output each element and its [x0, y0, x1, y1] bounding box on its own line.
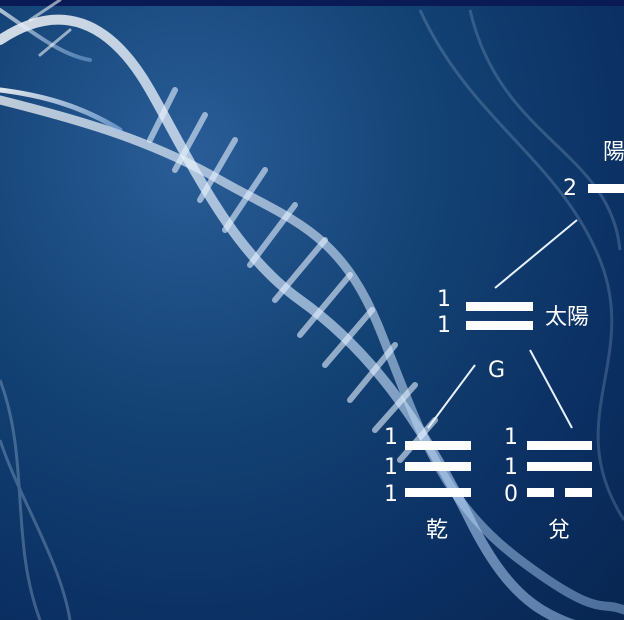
left-bar-3: [405, 488, 471, 497]
middle-bar-1: [466, 302, 533, 311]
right-bar-1: [527, 441, 592, 450]
top-border: [0, 0, 624, 6]
right-value-2: 1: [504, 455, 518, 480]
right-bar-2: [527, 462, 592, 471]
middle-node-label: 太陽: [545, 305, 590, 330]
left-bar-1: [405, 441, 471, 450]
right-bar-3b: [565, 488, 592, 497]
left-bar-2: [405, 462, 471, 471]
top-node-label: 陽: [603, 140, 624, 165]
middle-bar-2: [466, 321, 533, 330]
left-value-2: 1: [384, 455, 398, 480]
top-node-value: 2: [563, 176, 577, 201]
right-value-1: 1: [504, 425, 518, 450]
connector-middle-left: [427, 364, 476, 429]
right-value-3: 0: [504, 482, 518, 507]
connector-middle-right: [529, 349, 573, 429]
right-bar-3a: [527, 488, 554, 497]
top-node-bar: [588, 184, 624, 193]
middle-base-letter: G: [488, 358, 506, 383]
left-value-1: 1: [384, 425, 398, 450]
left-node-label: 乾: [426, 518, 449, 543]
middle-value-1: 1: [437, 287, 451, 312]
right-node-label: 兌: [548, 518, 571, 543]
left-value-3: 1: [384, 482, 398, 507]
connector-top-middle: [494, 219, 578, 289]
middle-value-2: 1: [437, 313, 451, 338]
